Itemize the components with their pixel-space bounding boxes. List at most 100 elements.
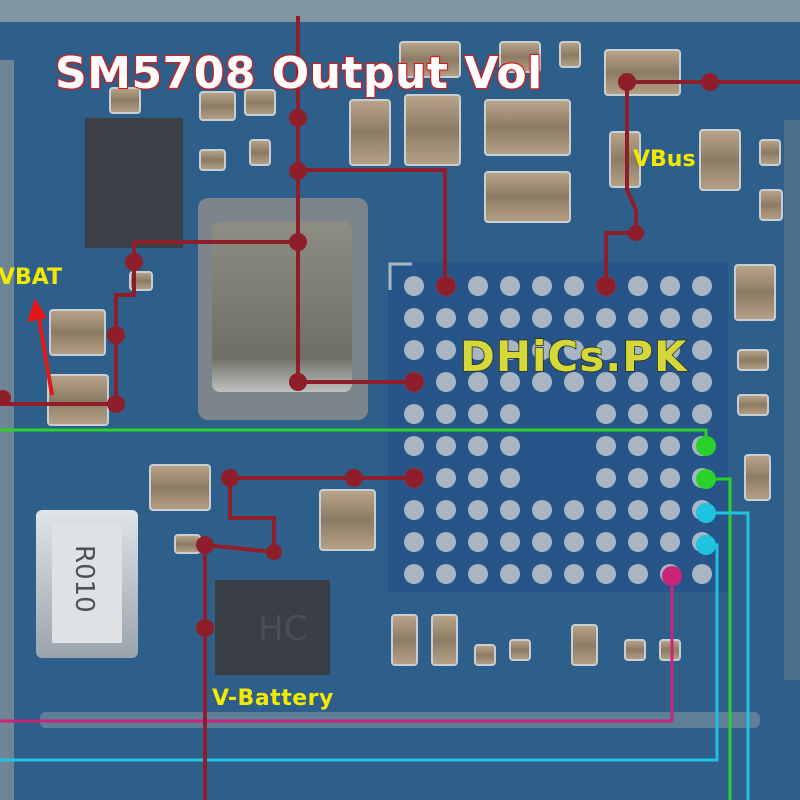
smd-component (759, 139, 781, 166)
bga-ball (564, 372, 584, 392)
bga-ball (436, 532, 456, 552)
hc-chip (215, 580, 330, 675)
bga-ball (564, 500, 584, 520)
bga-ball (532, 500, 552, 520)
smd-component (319, 489, 376, 551)
vbat-arrow (27, 298, 54, 396)
bga-ball (628, 276, 648, 296)
bga-ball (404, 500, 424, 520)
smd-component (199, 91, 236, 121)
bga-ball (692, 372, 712, 392)
bga-ball (660, 532, 680, 552)
highlighted-balls (404, 276, 716, 586)
bga-ball (532, 564, 552, 584)
bga-ball (692, 564, 712, 584)
smd-component (571, 624, 598, 666)
vbat-label: VBAT (0, 265, 63, 290)
bga-ball (468, 308, 488, 328)
smd-component (431, 614, 458, 666)
bga-ball (596, 500, 616, 520)
smd-component (484, 171, 571, 223)
smd-component (49, 309, 106, 356)
bga-ball (404, 404, 424, 424)
title-label: SM5708 Output Vol (54, 48, 543, 99)
passive-components (47, 41, 783, 666)
smd-component (474, 644, 496, 666)
bga-ball (628, 308, 648, 328)
smd-component (737, 394, 769, 416)
smd-component (744, 454, 771, 501)
smd-component (47, 374, 109, 426)
trace-red-nodes (0, 73, 719, 637)
bga-ball (596, 372, 616, 392)
bga-ball (468, 340, 488, 360)
bga-ball (468, 276, 488, 296)
bga-ball (660, 436, 680, 456)
bga-ball (660, 340, 680, 360)
resistor-body (52, 525, 122, 643)
bga-ball (532, 308, 552, 328)
bga-ball (404, 564, 424, 584)
bga-ball (628, 372, 648, 392)
bga-ball (500, 372, 520, 392)
smd-component (109, 87, 141, 114)
bga-ball (660, 404, 680, 424)
bga-ball (660, 308, 680, 328)
bga-ball (660, 468, 680, 488)
bga-ball (500, 500, 520, 520)
bga-ball (404, 532, 424, 552)
bga-ball (436, 436, 456, 456)
bga-ball (404, 340, 424, 360)
shield-strip (0, 0, 800, 22)
bga-ball (500, 436, 520, 456)
smd-component (559, 41, 581, 68)
bga-ball (404, 276, 424, 296)
bga-ball (564, 276, 584, 296)
bga-ball (436, 372, 456, 392)
bga-ball (532, 276, 552, 296)
smd-component (199, 149, 226, 171)
bga-ball (564, 308, 584, 328)
bga-ball (596, 532, 616, 552)
bga-ball (596, 340, 616, 360)
bga-ball (468, 404, 488, 424)
smd-component (624, 639, 646, 661)
v-battery-label: V-Battery (212, 686, 334, 711)
smd-component (349, 99, 391, 166)
resistor-marking: R010 (69, 545, 99, 613)
bga-ball (692, 404, 712, 424)
smd-component (509, 639, 531, 661)
bga-ball (692, 308, 712, 328)
bga-ball (436, 500, 456, 520)
ic-package (85, 118, 183, 248)
shield-strip (784, 120, 800, 680)
smd-component (604, 49, 681, 96)
bga-ball (596, 468, 616, 488)
pin1-marker (388, 262, 412, 290)
bga-ball (404, 308, 424, 328)
bga-ball (500, 276, 520, 296)
bga-ball (564, 532, 584, 552)
smd-component (244, 89, 276, 116)
bga-ball (564, 564, 584, 584)
smd-component (404, 94, 461, 166)
smd-component (737, 349, 769, 371)
trace-magenta (0, 576, 674, 723)
bga-ball (468, 468, 488, 488)
smd-component (484, 99, 571, 156)
bga-ball (628, 340, 648, 360)
bga-ball (628, 468, 648, 488)
bga-ball (404, 436, 424, 456)
bga-ball (532, 372, 552, 392)
bga-ball (628, 564, 648, 584)
chip-marking: HC (258, 609, 307, 649)
bga-ball (628, 532, 648, 552)
bga-ball (532, 340, 552, 360)
smd-component (249, 139, 271, 166)
bga-ball (596, 308, 616, 328)
bga-ball (468, 372, 488, 392)
bga-ball (532, 532, 552, 552)
smd-component (759, 189, 783, 221)
bga-ball (596, 564, 616, 584)
smd-component (399, 41, 461, 78)
